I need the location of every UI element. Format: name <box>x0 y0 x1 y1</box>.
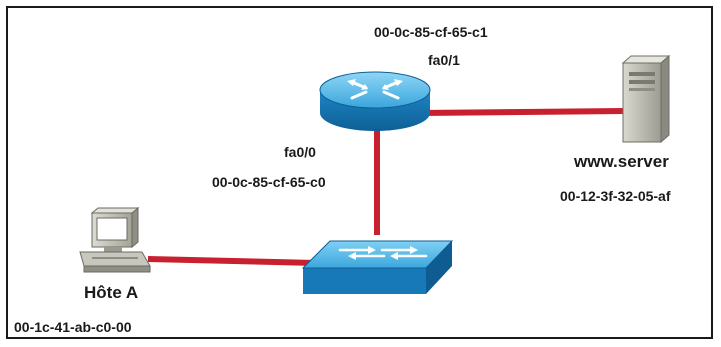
router-fa00-interface-label: fa0/0 <box>284 144 316 160</box>
router-fa00-mac-label: 00-0c-85-cf-65-c0 <box>212 174 326 190</box>
host-mac-label: 00-1c-41-ab-c0-00 <box>14 319 132 335</box>
link-host-switch <box>147 256 317 266</box>
host-name-label: Hôte A <box>84 283 139 302</box>
link-router-server <box>419 108 626 116</box>
desktop-computer-icon[interactable] <box>79 206 151 273</box>
switch-icon[interactable] <box>301 240 454 294</box>
router-fa01-mac-label: 00-0c-85-cf-65-c1 <box>374 24 488 40</box>
server-name-label: www.server <box>574 152 669 171</box>
router-fa01-interface-label: fa0/1 <box>428 52 460 68</box>
diagram-frame <box>6 6 713 339</box>
router-icon[interactable] <box>319 71 431 131</box>
server-mac-label: 00-12-3f-32-05-af <box>560 188 671 204</box>
server-icon[interactable] <box>621 54 671 144</box>
